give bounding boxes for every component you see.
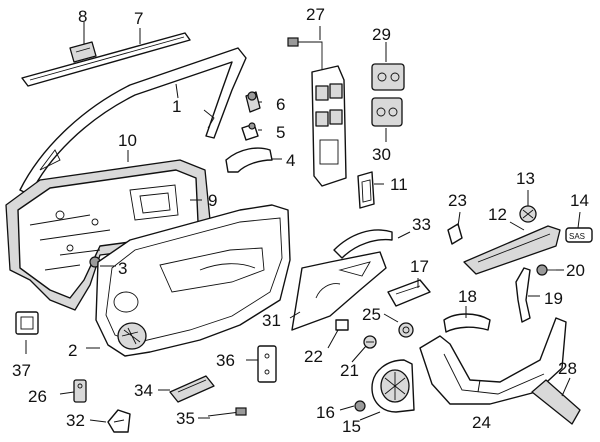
sas-badge-text: SAS bbox=[569, 232, 585, 241]
door-trim-panel-part bbox=[95, 204, 291, 357]
callout-26: 26 bbox=[28, 387, 47, 406]
callout-25: 25 bbox=[362, 305, 381, 324]
rod-part-35 bbox=[207, 407, 247, 417]
sas-badge-part: SAS bbox=[565, 227, 593, 243]
callout-13: 13 bbox=[516, 169, 535, 188]
callout-24: 24 bbox=[472, 413, 491, 432]
small-cap-part-23 bbox=[447, 223, 463, 245]
callout-16: 16 bbox=[316, 403, 335, 422]
switch-part-26 bbox=[73, 379, 87, 403]
clip-part-22 bbox=[335, 319, 349, 331]
callout-27: 27 bbox=[306, 5, 325, 24]
armrest-trim-part bbox=[291, 251, 387, 331]
callout-1: 1 bbox=[172, 97, 181, 116]
callout-22: 22 bbox=[304, 347, 323, 366]
speaker-grille-part-13 bbox=[519, 205, 537, 223]
lower-trim-part bbox=[419, 317, 567, 405]
pull-handle-part-18 bbox=[443, 313, 491, 333]
callout-28: 28 bbox=[558, 359, 577, 378]
callout-numbers: 1 2 3 4 5 6 7 8 9 10 11 12 13 14 15 16 1… bbox=[12, 5, 589, 436]
handle-part-34 bbox=[169, 375, 215, 403]
callout-7: 7 bbox=[134, 9, 143, 28]
speaker-part bbox=[371, 359, 415, 413]
callout-21: 21 bbox=[340, 361, 359, 380]
door-handle-part bbox=[225, 147, 273, 173]
callout-31: 31 bbox=[262, 311, 281, 330]
trim-strip-part-33 bbox=[333, 229, 393, 259]
clip-part-6 bbox=[245, 91, 261, 113]
cover-plate-part-36 bbox=[257, 345, 277, 383]
switch-part-37 bbox=[15, 311, 39, 335]
callout-29: 29 bbox=[372, 25, 391, 44]
belt-molding-part bbox=[21, 32, 191, 87]
callout-36: 36 bbox=[216, 351, 235, 370]
inner-door-shell-part bbox=[5, 159, 211, 311]
grommet-part-25 bbox=[398, 322, 414, 338]
callout-32: 32 bbox=[66, 411, 85, 430]
callout-5: 5 bbox=[276, 123, 285, 142]
callout-2: 2 bbox=[68, 341, 77, 360]
callout-10: 10 bbox=[118, 131, 137, 150]
armrest-upper-part bbox=[463, 225, 561, 275]
callout-12: 12 bbox=[488, 205, 507, 224]
callout-20: 20 bbox=[566, 261, 585, 280]
callout-14: 14 bbox=[570, 191, 589, 210]
bezel-part-32 bbox=[107, 409, 131, 433]
callout-15: 15 bbox=[342, 417, 361, 436]
bracket-part-19 bbox=[515, 267, 531, 323]
callout-9: 9 bbox=[208, 191, 217, 210]
callout-18: 18 bbox=[458, 287, 477, 306]
callout-3: 3 bbox=[118, 259, 127, 278]
mirror-switch-part bbox=[371, 63, 405, 91]
clip-part-5 bbox=[241, 122, 259, 141]
callout-6: 6 bbox=[276, 95, 285, 114]
window-channel-part bbox=[19, 47, 247, 196]
screw-part-20 bbox=[536, 264, 556, 276]
callout-17: 17 bbox=[410, 257, 429, 276]
switch-cover-part bbox=[357, 171, 375, 209]
screw-part-21 bbox=[363, 335, 377, 349]
callout-8: 8 bbox=[78, 7, 87, 26]
callout-30: 30 bbox=[372, 145, 391, 164]
callout-37: 37 bbox=[12, 361, 31, 380]
callout-33: 33 bbox=[412, 215, 431, 234]
bracket-part-17 bbox=[387, 279, 431, 307]
callout-11: 11 bbox=[390, 175, 408, 194]
side-trim-part-28 bbox=[531, 379, 581, 425]
screw-part-16 bbox=[354, 400, 366, 412]
callout-4: 4 bbox=[286, 151, 295, 170]
callout-34: 34 bbox=[134, 381, 153, 400]
window-switch-assembly-part bbox=[287, 37, 347, 187]
lock-switch-part bbox=[371, 97, 403, 127]
leader-lines bbox=[25, 22, 581, 423]
callout-19: 19 bbox=[544, 289, 563, 308]
callout-35: 35 bbox=[176, 409, 195, 428]
molding-clip-part bbox=[69, 41, 97, 63]
callout-23: 23 bbox=[448, 191, 467, 210]
